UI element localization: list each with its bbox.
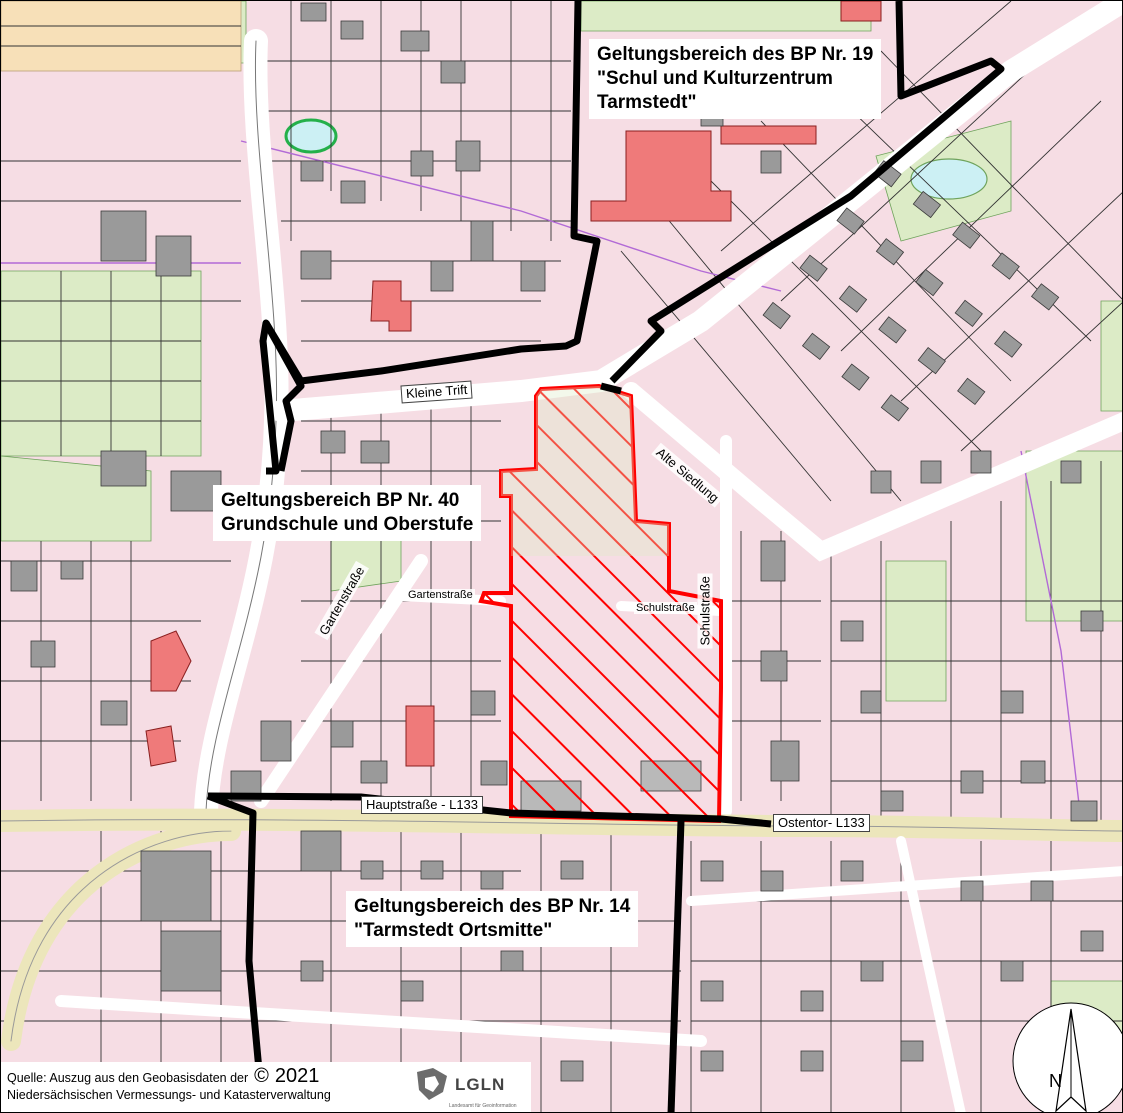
ponds xyxy=(284,118,988,200)
bp14-callout-line1: Geltungsbereich des BP Nr. 14 xyxy=(354,896,631,917)
road-label-schulstrasse: Schulstraße xyxy=(697,573,713,649)
lgln-logo-icon xyxy=(417,1068,447,1100)
bp14-callout: Geltungsbereich des BP Nr. 14 "Tarmstedt… xyxy=(346,891,639,947)
lgln-logo-text: LGLN xyxy=(455,1075,506,1094)
north-arrow-icon xyxy=(1012,1002,1122,1112)
bp19-callout-line3: Tarmstedt" xyxy=(597,92,697,113)
road-label-gartenstrasse-small: Gartenstraße xyxy=(406,589,475,601)
bp40-callout-line1: Geltungsbereich BP Nr. 40 xyxy=(221,490,460,511)
bp19-callout-line2: "Schul und Kulturzentrum xyxy=(597,68,833,89)
lgln-logo-subtext: Landesamt für Geoinformation xyxy=(449,1103,517,1109)
bp-boundaries xyxy=(206,1,1005,1112)
bp40-callout: Geltungsbereich BP Nr. 40 Grundschule un… xyxy=(213,485,482,541)
copyright-year: 2021 xyxy=(274,1065,320,1087)
copyright-symbol: © xyxy=(254,1065,269,1087)
road-label-hauptstrasse: Hauptstraße - L133 xyxy=(361,796,484,814)
source-line2: Niedersächsischen Vermessungs- und Katas… xyxy=(7,1088,331,1102)
road-label-schulstrasse-small: Schulstraße xyxy=(634,602,697,614)
bp19-callout: Geltungsbereich des BP Nr. 19 "Schul und… xyxy=(589,39,882,119)
bp19-callout-line1: Geltungsbereich des BP Nr. 19 xyxy=(597,44,874,65)
north-label: N xyxy=(1049,1071,1062,1091)
source-line1: Quelle: Auszug aus den Geobasisdaten der xyxy=(7,1071,249,1085)
bp40-callout-line2: Grundschule und Oberstufe xyxy=(221,514,474,535)
field-area xyxy=(1,1,242,72)
bp14-callout-line2: "Tarmstedt Ortsmitte" xyxy=(354,920,553,941)
road-label-ostentor: Ostentor- L133 xyxy=(773,814,870,832)
public-buildings xyxy=(145,1,882,767)
source-attribution: Quelle: Auszug aus den Geobasisdaten der… xyxy=(1,1062,531,1112)
bp40-plan-area xyxy=(478,383,723,824)
lgln-logo: LGLN Landesamt für Geoinformation xyxy=(413,1066,531,1110)
buildings xyxy=(10,2,1104,1082)
